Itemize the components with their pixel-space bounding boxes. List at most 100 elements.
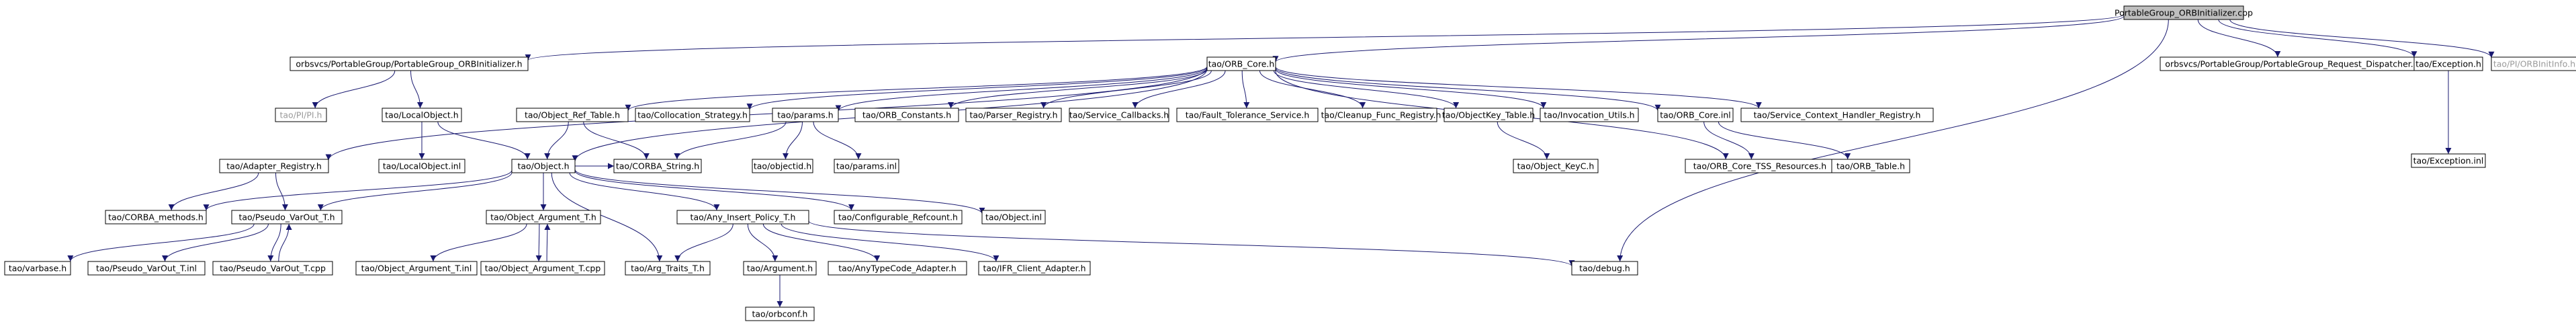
node-object-argument-t-inl[interactable]: tao/Object_Argument_T.inl: [355, 261, 478, 276]
dependency-edge: [813, 121, 862, 160]
node-label: tao/varbase.h: [9, 263, 66, 274]
node-corba-methods-h[interactable]: tao/CORBA_methods.h: [105, 210, 207, 225]
node-box: [625, 261, 711, 276]
node-pseudo-varout-t-cpp[interactable]: tao/Pseudo_VarOut_T.cpp: [212, 261, 333, 276]
node-label: tao/orbconf.h: [752, 309, 808, 319]
edge-objectkey_table_h-to-object_keyc_h: [1497, 121, 1550, 160]
node-label: tao/Object_KeyC.h: [1517, 161, 1595, 171]
node-object-keyc-h[interactable]: tao/Object_KeyC.h: [1513, 159, 1599, 173]
node-invocation-utils-h[interactable]: tao/Invocation_Utils.h: [1540, 108, 1639, 122]
node-configurable-refcount-h[interactable]: tao/Configurable_Refcount.h: [834, 210, 963, 225]
node-orb-constants-h[interactable]: tao/ORB_Constants.h: [854, 108, 959, 122]
node-object-ref-table-h[interactable]: tao/Object_Ref_Table.h: [516, 108, 629, 122]
dependency-edge: [162, 223, 269, 262]
node-local-object-h[interactable]: tao/LocalObject.h: [382, 108, 462, 122]
node-box: [752, 159, 813, 173]
edge-orb_core_inl-to-orb_table_h: [1718, 121, 1851, 160]
node-box: [4, 261, 71, 276]
node-orbconf-h[interactable]: tao/orbconf.h: [745, 307, 815, 321]
node-label: tao/Pseudo_VarOut_T.inl: [96, 263, 197, 274]
edge-pseudo_varout_t_cpp-to-pseudo_varout_t_h: [278, 223, 292, 262]
node-objectkey-table-h[interactable]: tao/ObjectKey_Table.h: [1442, 108, 1535, 122]
node-ifr-client-adapter-h[interactable]: tao/IFR_Client_Adapter.h: [978, 261, 1091, 276]
node-debug-h[interactable]: tao/debug.h: [1571, 261, 1638, 276]
dependency-edge: [2197, 19, 2281, 58]
node-box: [772, 108, 839, 122]
node-params-inl[interactable]: tao/params.inl: [834, 159, 899, 173]
node-objectid-h[interactable]: tao/objectid.h: [752, 159, 813, 173]
node-object-argument-t-cpp[interactable]: tao/Object_Argument_T.cpp: [480, 261, 605, 276]
edge-orb_core_h-to-svc_ctx_handler_h: [1275, 66, 1762, 109]
node-exception-h[interactable]: tao/Exception.h: [2413, 56, 2483, 71]
dependency-edge: [1617, 19, 2169, 262]
node-orb-table-h[interactable]: tao/ORB_Table.h: [1831, 159, 1910, 173]
node-box: [745, 307, 815, 321]
edge-pseudo_varout_t_h-to-pseudo_varout_t_inl: [162, 223, 269, 262]
node-pseudo-varout-t-inl[interactable]: tao/Pseudo_VarOut_T.inl: [87, 261, 206, 276]
edge-orb_core_h-to-collocation_strategy_h: [746, 67, 1208, 110]
edge-orb_core_h-to-invocation_utils_h: [1275, 69, 1547, 109]
node-params-h[interactable]: tao/params.h: [772, 108, 839, 122]
node-corba-string-h[interactable]: tao/CORBA_String.h: [613, 159, 702, 173]
dependency-edge: [1132, 70, 1226, 109]
node-label: tao/Object.h: [517, 161, 569, 171]
node-object-inl[interactable]: tao/Object.inl: [981, 210, 1046, 225]
edge-orb_core_h-to-objectkey_table_h: [1273, 70, 1460, 109]
node-anytypecode-adapter-h[interactable]: tao/AnyTypeCode_Adapter.h: [828, 261, 967, 276]
node-label: tao/Any_Insert_Policy_T.h: [691, 212, 796, 222]
node-label: tao/Configurable_Refcount.h: [838, 212, 958, 222]
edge-adapter_registry_h-to-corba_methods_h: [168, 172, 259, 211]
node-box: [486, 210, 601, 225]
node-argument-h[interactable]: tao/Argument.h: [743, 261, 817, 276]
node-orb-core-h[interactable]: tao/ORB_Core.h: [1206, 56, 1276, 71]
dependency-edge: [674, 223, 734, 262]
node-box: [854, 108, 959, 122]
dependency-edge: [1275, 69, 1547, 109]
node-orb-core-tss-h[interactable]: tao/ORB_Core_TSS_Resources.h: [1685, 159, 1835, 173]
node-exception-inl[interactable]: tao/Exception.inl: [2411, 153, 2486, 168]
node-local-object-inl[interactable]: tao/LocalObject.inl: [378, 159, 465, 173]
node-box: [2411, 153, 2486, 168]
node-label: tao/AnyTypeCode_Adapter.h: [838, 263, 957, 274]
dependency-edge: [1241, 70, 1250, 109]
dependency-edge: [2218, 19, 2417, 58]
node-box: [981, 210, 1046, 225]
node-box: [355, 261, 478, 276]
node-object-h[interactable]: tao/Object.h: [511, 159, 576, 173]
edge-orb_core_h-to-adapter_registry_h: [325, 67, 1208, 161]
node-adapter-registry-h[interactable]: tao/Adapter_Registry.h: [219, 159, 329, 173]
node-label: tao/ORB_Constants.h: [862, 110, 951, 120]
node-label: tao/Service_Context_Handler_Registry.h: [1754, 110, 1921, 120]
node-box: [1444, 108, 1534, 122]
node-box: [613, 159, 702, 173]
node-pseudo-varout-t-h[interactable]: tao/Pseudo_VarOut_T.h: [231, 210, 343, 225]
node-root[interactable]: PortableGroup_ORBInitializer.cpp: [2115, 5, 2253, 20]
node-box: [382, 108, 462, 122]
node-arg-traits-t-h[interactable]: tao/Arg_Traits_T.h: [625, 261, 711, 276]
node-cleanup-func-h[interactable]: tao/Cleanup_Func_Registry.h: [1321, 108, 1441, 122]
dependency-edge: [762, 223, 881, 262]
node-box: [1740, 108, 1934, 122]
node-pg-orbinit-h[interactable]: orbsvcs/PortableGroup/PortableGroup_ORBI…: [290, 56, 529, 71]
edge-orb_core_h-to-orb_constants_h: [948, 69, 1208, 109]
dependency-edge: [168, 172, 259, 211]
node-svc-ctx-handler-h[interactable]: tao/Service_Context_Handler_Registry.h: [1740, 108, 1934, 122]
node-pg-req-disp-h[interactable]: orbsvcs/PortableGroup/PortableGroup_Requ…: [2160, 56, 2424, 71]
node-label: tao/Exception.inl: [2413, 156, 2484, 166]
node-fault-tolerance-h[interactable]: tao/Fault_Tolerance_Service.h: [1176, 108, 1319, 122]
node-varbase-h[interactable]: tao/varbase.h: [4, 261, 71, 276]
dependency-edge: [1275, 67, 1661, 111]
node-collocation-strategy-h[interactable]: tao/Collocation_Strategy.h: [635, 108, 750, 122]
dependency-edge: [317, 172, 513, 211]
node-parser-registry-h[interactable]: tao/Parser_Registry.h: [965, 108, 1062, 122]
node-service-callbacks-h[interactable]: tao/Service_Callbacks.h: [1069, 108, 1169, 122]
dependency-edge: [437, 121, 531, 160]
node-object-argument-t-h[interactable]: tao/Object_Argument_T.h: [486, 210, 601, 225]
node-box: [1069, 108, 1169, 122]
edge-any_insert_policy_t_h-to-debug_h: [808, 220, 1575, 267]
node-box: [1206, 56, 1276, 71]
node-box: [516, 108, 629, 122]
node-any-insert-policy-t-h[interactable]: tao/Any_Insert_Policy_T.h: [676, 210, 809, 225]
node-orb-core-inl[interactable]: tao/ORB_Core.inl: [1657, 108, 1734, 122]
